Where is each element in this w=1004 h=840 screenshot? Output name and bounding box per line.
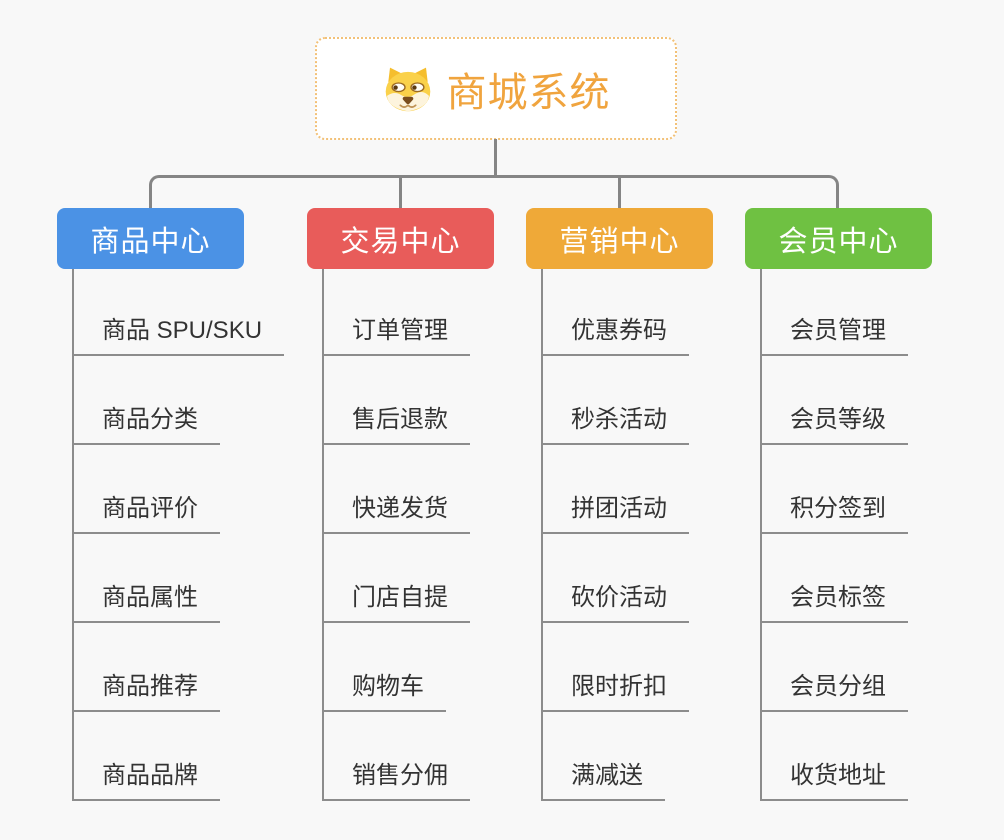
branch-header-marketing-center[interactable]: 营销中心 (526, 208, 713, 269)
node-limited-time-discount[interactable]: 限时折扣 (541, 670, 689, 712)
node-group-buy[interactable]: 拼团活动 (541, 492, 689, 534)
branch-header-trade-center[interactable]: 交易中心 (307, 208, 494, 269)
branch-product-center: 商品中心 商品 SPU/SKU 商品分类 商品评价 商品属性 商品推荐 商品品牌 (57, 208, 317, 808)
root-title: 商城系统 (446, 70, 611, 115)
node-product-spu-sku[interactable]: 商品 SPU/SKU (72, 314, 285, 356)
branch-marketing-center: 营销中心 优惠券码 秒杀活动 拼团活动 砍价活动 限时折扣 满减送 (526, 208, 786, 808)
node-member-tag[interactable]: 会员标签 (760, 581, 908, 623)
node-points-checkin[interactable]: 积分签到 (760, 492, 908, 534)
node-flash-sale[interactable]: 秒杀活动 (541, 403, 689, 445)
node-product-brand[interactable]: 商品品牌 (72, 759, 220, 801)
node-product-attribute[interactable]: 商品属性 (72, 581, 220, 623)
branch-trunk (72, 269, 74, 801)
branch-label: 商品中心 (90, 225, 211, 258)
node-product-recommend[interactable]: 商品推荐 (72, 670, 220, 712)
branch-label: 会员中心 (778, 225, 899, 258)
node-order-management[interactable]: 订单管理 (322, 314, 470, 356)
node-full-reduction[interactable]: 满减送 (541, 759, 665, 801)
node-shipping-address[interactable]: 收货地址 (760, 759, 908, 801)
node-member-management[interactable]: 会员管理 (760, 314, 908, 356)
branch-trunk (541, 269, 543, 801)
root-node[interactable]: 商城系统 (315, 37, 677, 140)
node-shopping-cart[interactable]: 购物车 (322, 670, 446, 712)
branch-trunk (322, 269, 324, 801)
node-aftersale-refund[interactable]: 售后退款 (322, 403, 470, 445)
branch-trunk (760, 269, 762, 801)
branch-header-product-center[interactable]: 商品中心 (57, 208, 244, 269)
node-member-level[interactable]: 会员等级 (760, 403, 908, 445)
node-store-pickup[interactable]: 门店自提 (322, 581, 470, 623)
connector-bus (149, 175, 839, 208)
node-member-group[interactable]: 会员分组 (760, 670, 908, 712)
node-bargain-activity[interactable]: 砍价活动 (541, 581, 689, 623)
branch-trade-center: 交易中心 订单管理 售后退款 快递发货 门店自提 购物车 销售分佣 (307, 208, 567, 808)
branch-label: 营销中心 (559, 225, 680, 258)
branch-header-member-center[interactable]: 会员中心 (745, 208, 932, 269)
branch-member-center: 会员中心 会员管理 会员等级 积分签到 会员标签 会员分组 收货地址 (745, 208, 1004, 808)
node-coupon-code[interactable]: 优惠券码 (541, 314, 689, 356)
connector-root-stem (494, 139, 497, 176)
node-sales-commission[interactable]: 销售分佣 (322, 759, 470, 801)
node-product-category[interactable]: 商品分类 (72, 403, 220, 445)
dog-face-icon (385, 67, 430, 111)
node-product-review[interactable]: 商品评价 (72, 492, 220, 534)
connector-drop-marketing (618, 177, 621, 208)
branch-label: 交易中心 (340, 225, 461, 258)
connector-drop-trade (399, 177, 402, 208)
node-express-delivery[interactable]: 快递发货 (322, 492, 470, 534)
